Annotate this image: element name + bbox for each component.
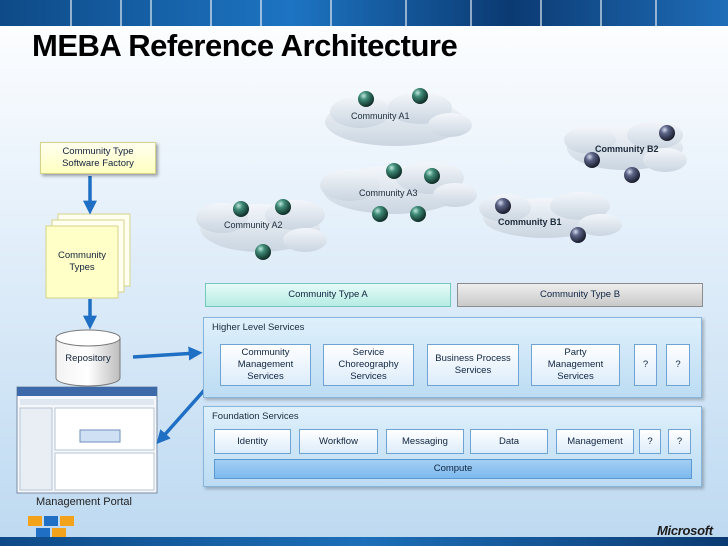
community-types-label: Community Types: [57, 249, 107, 273]
community-type-b-label: Community Type B: [539, 289, 621, 301]
foundation-services-label: Foundation Services: [212, 411, 299, 422]
compute-label: Compute: [433, 463, 473, 475]
hls-item-6: ?: [675, 359, 681, 371]
messaging-box: Messaging: [386, 429, 464, 454]
community-management-services-box: Community Management Services: [220, 344, 311, 386]
hls-item-2: Service Choreography Services: [338, 347, 399, 382]
hls-item-3: Business Process Services: [435, 353, 511, 376]
node-b1-2: [570, 227, 586, 243]
node-b1-1: [495, 198, 511, 214]
fs-item-unknown-2: ?: [676, 435, 683, 447]
repository-cylinder: [55, 329, 121, 387]
management-box: Management: [556, 429, 634, 454]
node-a2-2: [275, 199, 291, 215]
community-types-box: Community Types: [46, 245, 118, 279]
decorative-logo-icon: [28, 516, 74, 538]
node-a3-2: [424, 168, 440, 184]
top-banner: [0, 0, 728, 26]
management-portal-screenshot: [16, 386, 158, 494]
data-box: Data: [470, 429, 548, 454]
service-choreography-services-box: Service Choreography Services: [323, 344, 414, 386]
cloud-community-a3: [320, 162, 477, 214]
node-a2-1: [233, 201, 249, 217]
repository-label: Repository: [65, 352, 111, 364]
slide-title: MEBA Reference Architecture: [32, 28, 458, 63]
label-community-a2: Community A2: [224, 220, 283, 230]
management-portal-label: Management Portal: [36, 496, 132, 508]
hls-item-4: Party Management Services: [547, 347, 604, 382]
community-type-b-bar: Community Type B: [457, 283, 703, 307]
hls-item-5: ?: [642, 359, 649, 371]
label-community-b2: Community B2: [595, 144, 659, 154]
fs-unknown-box-2: ?: [668, 429, 691, 454]
node-a3-4: [410, 206, 426, 222]
cloud-community-a2: [196, 200, 327, 252]
node-a1-2: [412, 88, 428, 104]
node-b2-3: [624, 167, 640, 183]
party-management-services-box: Party Management Services: [531, 344, 620, 386]
software-factory-label: Community Type Software Factory: [62, 145, 134, 169]
identity-box: Identity: [214, 429, 291, 454]
fs-item-messaging: Messaging: [402, 435, 448, 447]
label-community-b1: Community B1: [498, 217, 562, 227]
node-a1-1: [358, 91, 374, 107]
fs-item-management: Management: [567, 435, 623, 447]
node-b2-1: [659, 125, 675, 141]
business-process-services-box: Business Process Services: [427, 344, 519, 386]
label-community-a3: Community A3: [359, 188, 418, 198]
community-type-a-bar: Community Type A: [205, 283, 451, 307]
community-types-document-stack: [45, 213, 131, 299]
cloud-community-a1: [325, 92, 472, 146]
community-type-a-label: Community Type A: [288, 289, 368, 301]
microsoft-logo: Microsoft: [657, 523, 713, 538]
fs-item-unknown-1: ?: [647, 435, 653, 447]
workflow-box: Workflow: [299, 429, 378, 454]
repository-box: Repository: [56, 348, 120, 370]
node-b2-2: [584, 152, 600, 168]
software-factory-box: Community Type Software Factory: [40, 142, 156, 174]
arrow-repository-to-services: [132, 346, 203, 361]
node-a3-1: [386, 163, 402, 179]
node-a2-3: [255, 244, 271, 260]
fs-item-data: Data: [498, 435, 520, 447]
hls-item-1: Community Management Services: [237, 347, 294, 382]
fs-item-identity: Identity: [237, 435, 268, 447]
hls-unknown-box-2: ?: [666, 344, 690, 386]
higher-level-services-label: Higher Level Services: [212, 322, 305, 333]
hls-unknown-box-1: ?: [634, 344, 657, 386]
node-a3-3: [372, 206, 388, 222]
fs-item-workflow: Workflow: [319, 435, 358, 447]
fs-unknown-box-1: ?: [639, 429, 661, 454]
label-community-a1: Community A1: [351, 111, 410, 121]
bottom-banner: [0, 537, 728, 546]
compute-bar: Compute: [214, 459, 692, 479]
